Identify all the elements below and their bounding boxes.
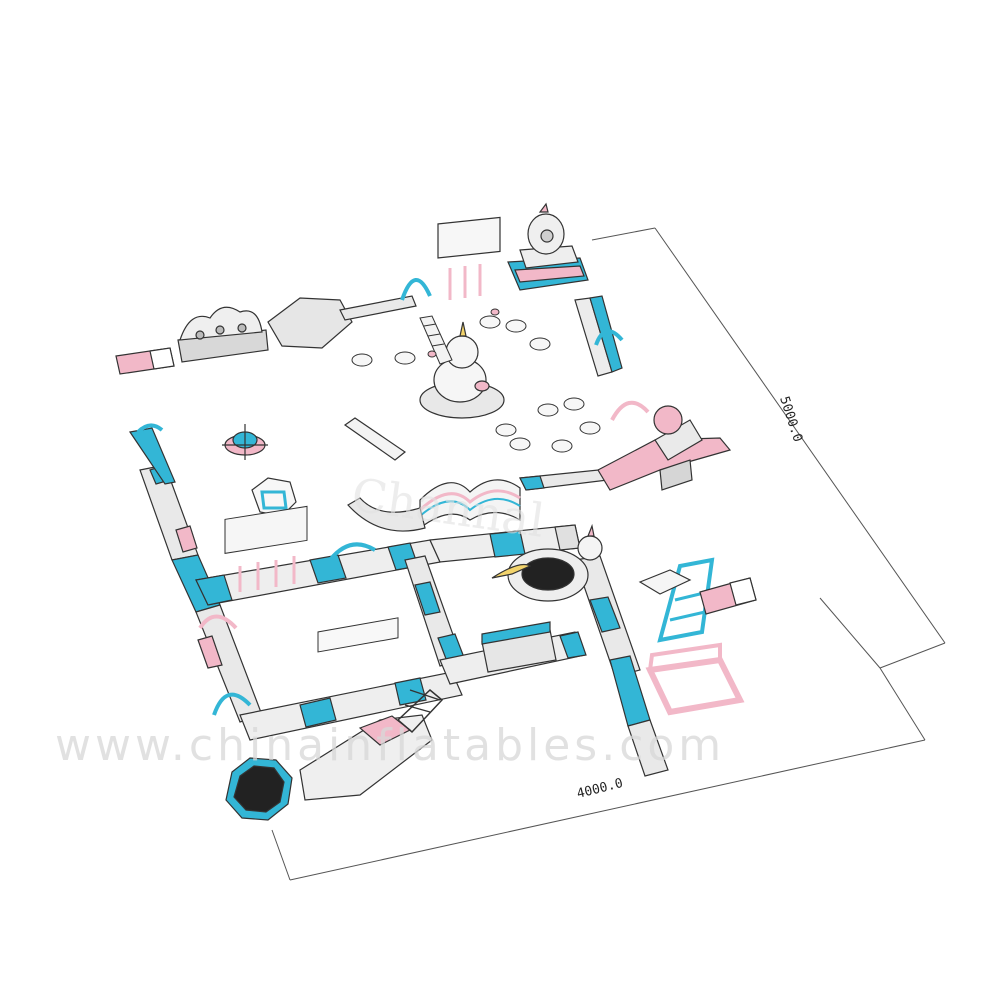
unicorn-horn [459, 321, 467, 337]
hexagon-platform [267, 297, 353, 349]
center-ladder [419, 315, 453, 365]
stepping-pads [351, 308, 601, 453]
unicorn-island [419, 321, 505, 419]
trampoline-net-center [521, 557, 575, 591]
width-dimension-label: 4000.0 [575, 776, 624, 802]
climbing-wall-block [481, 621, 557, 673]
unicorn-head-trampoline [577, 535, 603, 561]
floating-ball-left [251, 477, 297, 517]
unicorn-tower [507, 202, 589, 291]
left-swing-tower [128, 423, 176, 485]
big-slide-bottom [299, 688, 444, 801]
cloud-climber [115, 306, 269, 375]
right-arch [594, 329, 650, 421]
walkway-ladders [224, 505, 399, 653]
right-climbing-tower [638, 557, 757, 643]
floating-star-left [222, 424, 268, 460]
dimension-lines [271, 227, 946, 881]
wave-slide [347, 479, 521, 532]
pink-cube-frame [645, 642, 745, 716]
octagon-trampoline [225, 757, 293, 821]
depth-dimension-label: 5000.0 [776, 395, 805, 444]
left-lower-frame [198, 614, 252, 716]
unicorn-head [445, 335, 479, 369]
unicorn-trampoline [491, 523, 603, 602]
logo-watermark: Channal [348, 467, 547, 547]
pink-slide-right [597, 405, 732, 491]
climbing-ladder-top [400, 216, 501, 301]
kitty-head-slide [653, 405, 683, 435]
trampoline-net-octagon [233, 765, 285, 813]
url-watermark: www.chinainflatables.com [55, 720, 725, 771]
